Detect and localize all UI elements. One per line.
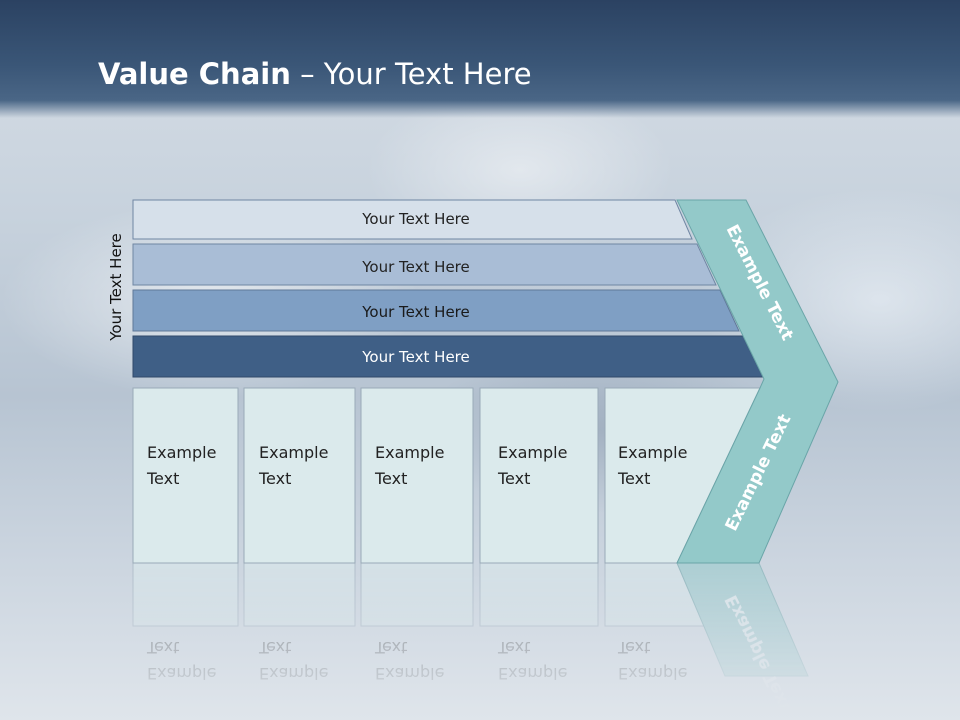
title-bold: Value Chain (98, 57, 291, 91)
reflection-box-5-line2: Text (617, 638, 650, 657)
primary-box-5-line1: Example (618, 443, 687, 462)
primary-box-4[interactable] (479, 387, 599, 564)
reflection-box-2-line2: Text (258, 638, 291, 657)
support-row-1-label: Your Text Here (361, 210, 469, 228)
primary-box-2-line2: Text (258, 469, 291, 488)
reflection-box-4-line2: Text (497, 638, 530, 657)
support-row-3-label: Your Text Here (361, 303, 469, 321)
primary-box-3[interactable] (360, 387, 474, 564)
page-title: Value Chain – Your Text Here (98, 52, 532, 96)
reflection-box-3-line1: Example (375, 664, 444, 683)
diagram-reflection: Example Text Example Text Example Text E… (132, 562, 809, 715)
primary-box-2-line1: Example (259, 443, 328, 462)
primary-box-1-line1: Example (147, 443, 216, 462)
title-bar (0, 0, 960, 118)
primary-box-1-line2: Text (146, 469, 179, 488)
support-row-1[interactable] (132, 199, 693, 240)
support-row-2[interactable] (132, 243, 717, 286)
primary-activities: Example Text Example Text Example Text E… (132, 387, 761, 564)
primary-box-1[interactable] (132, 387, 239, 564)
reflection-box-5-line1: Example (618, 664, 687, 683)
support-row-2-label: Your Text Here (361, 258, 469, 276)
primary-box-3-line1: Example (375, 443, 444, 462)
reflection-box-1-line2: Text (146, 638, 179, 657)
primary-box-4-line1: Example (498, 443, 567, 462)
reflection-box-1-line1: Example (147, 664, 216, 683)
primary-box-4-line2: Text (497, 469, 530, 488)
reflection-box-4-line1: Example (498, 664, 567, 683)
reflection-box-2-line1: Example (259, 664, 328, 683)
title-rest: – Your Text Here (290, 57, 532, 91)
primary-box-2[interactable] (243, 387, 356, 564)
primary-box-5-line2: Text (617, 469, 650, 488)
reflection-box-3-line2: Text (374, 638, 407, 657)
support-row-4-label: Your Text Here (361, 348, 469, 366)
support-activities: Your Text Here Your Text Here Your Text … (132, 199, 764, 378)
support-row-3[interactable] (132, 289, 740, 332)
primary-box-3-line2: Text (374, 469, 407, 488)
